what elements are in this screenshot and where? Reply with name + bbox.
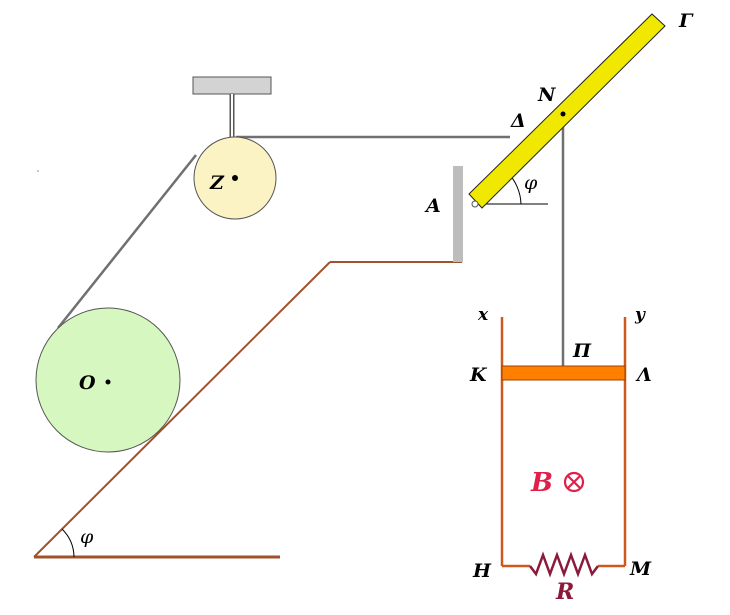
label-M: M — [629, 558, 652, 580]
label-pi: Π — [572, 340, 592, 362]
bar-KL — [501, 365, 626, 381]
hinge-A — [471, 200, 479, 208]
label-H: H — [472, 560, 492, 582]
label-B: B — [530, 468, 553, 498]
label-R: R — [555, 579, 574, 605]
label-gamma: Γ — [678, 10, 694, 32]
label-phi-top: φ — [524, 172, 538, 194]
label-O: O — [79, 372, 96, 394]
wall-support — [453, 166, 463, 262]
string-pulley-to-cylinder — [57, 154, 197, 329]
point-N — [560, 111, 566, 117]
angle-arc-bottom — [61, 528, 75, 558]
label-x: x — [477, 305, 489, 325]
label-N: N — [537, 84, 556, 106]
resistor — [529, 551, 599, 578]
into-page-icon — [563, 471, 585, 493]
ceiling-mount — [192, 76, 272, 95]
stray-dot — [37, 170, 39, 172]
rod-AG — [468, 13, 666, 209]
pulley-axle — [232, 175, 238, 181]
label-y: y — [634, 305, 646, 325]
label-phi-bottom: φ — [80, 526, 94, 548]
label-A: A — [424, 195, 441, 217]
label-delta: Δ — [510, 110, 526, 132]
label-Z: Z — [209, 172, 225, 194]
incline-surface — [33, 261, 331, 558]
cylinder-center — [105, 379, 111, 385]
label-K: K — [469, 364, 488, 386]
label-lambda: Λ — [635, 364, 652, 386]
